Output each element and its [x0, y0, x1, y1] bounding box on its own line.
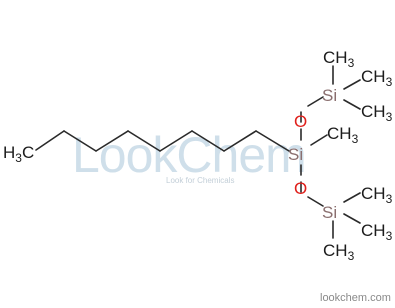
methyl-top-3-label: CH3	[361, 102, 393, 124]
methyl-terminal-label: H3C	[3, 143, 34, 165]
methyl-bottom-1-label: CH3	[361, 184, 393, 206]
methyl-top-2-label: CH3	[361, 67, 393, 89]
central-silicon-bonds	[300, 111, 328, 193]
octyl-chain	[35, 130, 290, 152]
oxygen-top-label: O	[294, 112, 307, 131]
site-credit: lookchem.com	[320, 292, 391, 304]
methyl-top-1-label: CH3	[323, 48, 355, 70]
bottom-silicon-bonds	[307, 192, 361, 239]
watermark-logo: LookChem	[72, 127, 306, 183]
silicon-bottom-label: Si	[322, 203, 337, 222]
watermark: LookChem Look for Chemicals	[72, 127, 307, 185]
methyl-center-label: CH3	[327, 124, 359, 146]
silicon-center-label: Si	[288, 145, 303, 164]
oxygen-bottom-label: O	[294, 179, 307, 198]
watermark-tagline: Look for Chemicals	[166, 176, 234, 185]
atom-labels: H3C Si O O Si Si CH3 CH3 CH3 CH3 CH3 CH3…	[3, 48, 393, 263]
methyl-bottom-3-label: CH3	[323, 241, 355, 263]
silicon-top-label: Si	[322, 86, 337, 105]
methyl-bottom-2-label: CH3	[361, 221, 393, 243]
top-silicon-bonds	[307, 65, 361, 110]
